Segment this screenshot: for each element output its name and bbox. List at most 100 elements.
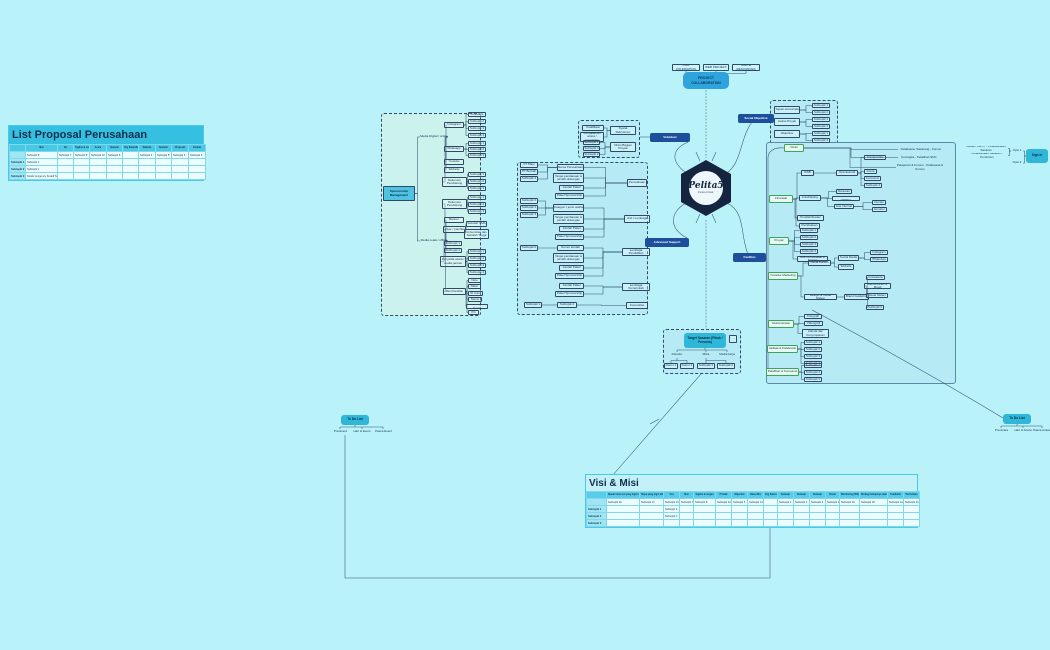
node-mc3[interactable]: ID Card: [468, 291, 483, 296]
node-dk3[interactable]: Alamat dan Penyimpanan: [802, 329, 829, 338]
node-tdl2[interactable]: Hari H Event: [353, 429, 371, 434]
node-tdl[interactable]: To Do List: [341, 415, 369, 425]
node-dp1[interactable]: Dokumen Pendukung: [442, 177, 467, 187]
node-tdr[interactable]: To Do List: [1003, 414, 1031, 424]
node-c2[interactable]: Mitra: [702, 352, 710, 357]
table-cell[interactable]: [777, 519, 794, 527]
table-cell[interactable]: [777, 505, 794, 513]
node-rR1[interactable]: Syarat Rekrutmen: [610, 126, 636, 135]
node-mB1[interactable]: Kategori / jenis usaha: [553, 204, 584, 212]
node-fRAB[interactable]: RAB: [801, 170, 814, 176]
table-cell[interactable]: [809, 519, 826, 527]
node-fFun[interactable]: Fundraising: [799, 195, 821, 201]
table-cell[interactable]: Subtopik 9: [171, 151, 189, 159]
node-cmK[interactable]: Kanal Konten: [808, 260, 831, 266]
node-mL5[interactable]: Subtopik 1: [520, 205, 538, 211]
node-cmW[interactable]: Website: [838, 264, 854, 270]
node-tdl1[interactable]: Pra Event: [333, 429, 348, 434]
node-dp2[interactable]: Dokumen Pendukung: [442, 199, 467, 209]
node-mL6[interactable]: Subtopik 3: [520, 212, 538, 218]
node-root[interactable]: Sponsorship Management: [383, 186, 415, 201]
table-cell[interactable]: Subtopik 6: [106, 151, 123, 159]
node-tr2a[interactable]: Subtopik 1: [812, 117, 830, 122]
node-d3[interactable]: Pelaporan & Komun - Pelaksana & Komun: [896, 163, 944, 171]
node-advLbl[interactable]: Advanced Support: [645, 238, 689, 247]
node-s2[interactable]: Pelaksanaan Sasaran - Komitmen: [971, 153, 1003, 158]
node-mA1[interactable]: Nama Perusahaan: [557, 164, 584, 171]
table-cell[interactable]: Subtopik 16: [839, 498, 860, 506]
node-cmB1[interactable]: Fotoselera: [866, 275, 885, 280]
node-mB2[interactable]: Target pendanaan & jumlah dukungan: [553, 214, 584, 224]
node-tr1[interactable]: Tujuan komunitas: [774, 106, 800, 114]
node-mL4[interactable]: Subtopik 2: [520, 198, 538, 204]
table-cell[interactable]: Subtopik 10: [715, 498, 732, 506]
node-pa3[interactable]: Subtopik 3: [468, 263, 486, 268]
node-ig4[interactable]: Subtopik 4: [468, 133, 486, 138]
node-gCM[interactable]: Creative Marketing: [768, 272, 798, 280]
node-tr2[interactable]: Acara Proyek: [774, 118, 800, 126]
node-tdr3[interactable]: Pasca Acara: [1033, 428, 1050, 433]
node-dk1[interactable]: Fotografi: [804, 314, 822, 319]
project-collaboration-node[interactable]: PROJECT COLLABORATION: [683, 72, 729, 89]
table-cell[interactable]: [693, 505, 716, 513]
node-mE1[interactable]: Subtopik 2: [557, 302, 577, 308]
table-cell[interactable]: [887, 519, 904, 527]
table-cell[interactable]: Subtopik 17: [639, 498, 664, 506]
table-cell[interactable]: [839, 505, 860, 513]
table-cell[interactable]: Subtopik 18: [859, 498, 888, 506]
table-cell[interactable]: Subtopik 1: [25, 165, 58, 173]
node-j3[interactable]: Subtopik 3: [804, 354, 822, 359]
node-fOp[interactable]: Operasional: [836, 170, 858, 176]
node-r3[interactable]: Subtopik 1: [583, 140, 600, 145]
table-cell[interactable]: [747, 505, 764, 513]
node-p4[interactable]: Subtopik 4: [800, 249, 818, 254]
table-cell[interactable]: Subtopik 7: [679, 498, 694, 506]
node-fOp2[interactable]: Kuota: [864, 169, 877, 174]
table-cell[interactable]: [903, 505, 920, 513]
table-cell[interactable]: [606, 505, 640, 513]
table-cell[interactable]: [155, 158, 172, 166]
node-dp2a[interactable]: Subtopik 1: [468, 195, 486, 200]
table-cell[interactable]: [663, 519, 680, 527]
row-label-cell[interactable]: [586, 498, 607, 506]
node-s1[interactable]: Desain SWOT - Pelaksanaan Sasaran: [966, 146, 1006, 151]
table-cell[interactable]: [73, 165, 90, 173]
node-fF3b[interactable]: Donatur: [872, 207, 887, 212]
node-bn[interactable]: Banner: [444, 217, 464, 223]
node-tr3b[interactable]: Subtopik 2: [812, 138, 830, 143]
table-cell[interactable]: Subtopik 16: [606, 498, 640, 506]
table-cell[interactable]: [639, 505, 664, 513]
node-t2[interactable]: WEB PROJECT: [703, 64, 729, 71]
table-cell[interactable]: Subtopik 2: [777, 498, 794, 506]
table-cell[interactable]: [839, 512, 860, 520]
node-mA3[interactable]: Jumlah Paket: [559, 185, 584, 191]
row-label-cell[interactable]: Subtopik 1: [586, 505, 607, 513]
node-mL7[interactable]: Subtopik 2: [520, 245, 538, 251]
node-bCet[interactable]: Media cetak / offline: [420, 238, 448, 243]
node-mL3[interactable]: Subtopik 4: [520, 176, 538, 182]
node-mpA[interactable]: Perusahaan: [627, 179, 647, 187]
node-q2[interactable]: Subtopik 2: [804, 370, 822, 375]
node-yt[interactable]: Youtube: [444, 159, 464, 165]
table-cell[interactable]: [138, 165, 156, 173]
table-cell[interactable]: [73, 158, 90, 166]
table-cell[interactable]: [122, 172, 139, 180]
node-gFin[interactable]: Finansial: [769, 195, 793, 203]
node-t1[interactable]: OUR FOUNDATION: [672, 64, 700, 71]
table-cell[interactable]: Subtopik 9: [188, 151, 206, 159]
node-mpD[interactable]: Lembaga Pemerintah: [622, 283, 650, 291]
node-gDiv[interactable]: Divisi: [784, 144, 804, 152]
node-c2b[interactable]: Subtopik 2: [717, 363, 735, 369]
node-c1a[interactable]: Donor 1: [664, 363, 678, 369]
table-cell[interactable]: [859, 512, 888, 520]
node-mD2[interactable]: Paket Sponsorship: [555, 291, 584, 297]
table-cell[interactable]: [731, 505, 748, 513]
node-fF3[interactable]: Kas internal: [834, 204, 854, 209]
table-cell[interactable]: [903, 512, 920, 520]
node-pa4[interactable]: Subtopik 4: [468, 270, 486, 275]
table-cell[interactable]: Subtopik 1a: [887, 498, 904, 506]
table-cell[interactable]: Subtopik 4: [138, 151, 156, 159]
table-cell[interactable]: [138, 172, 156, 180]
